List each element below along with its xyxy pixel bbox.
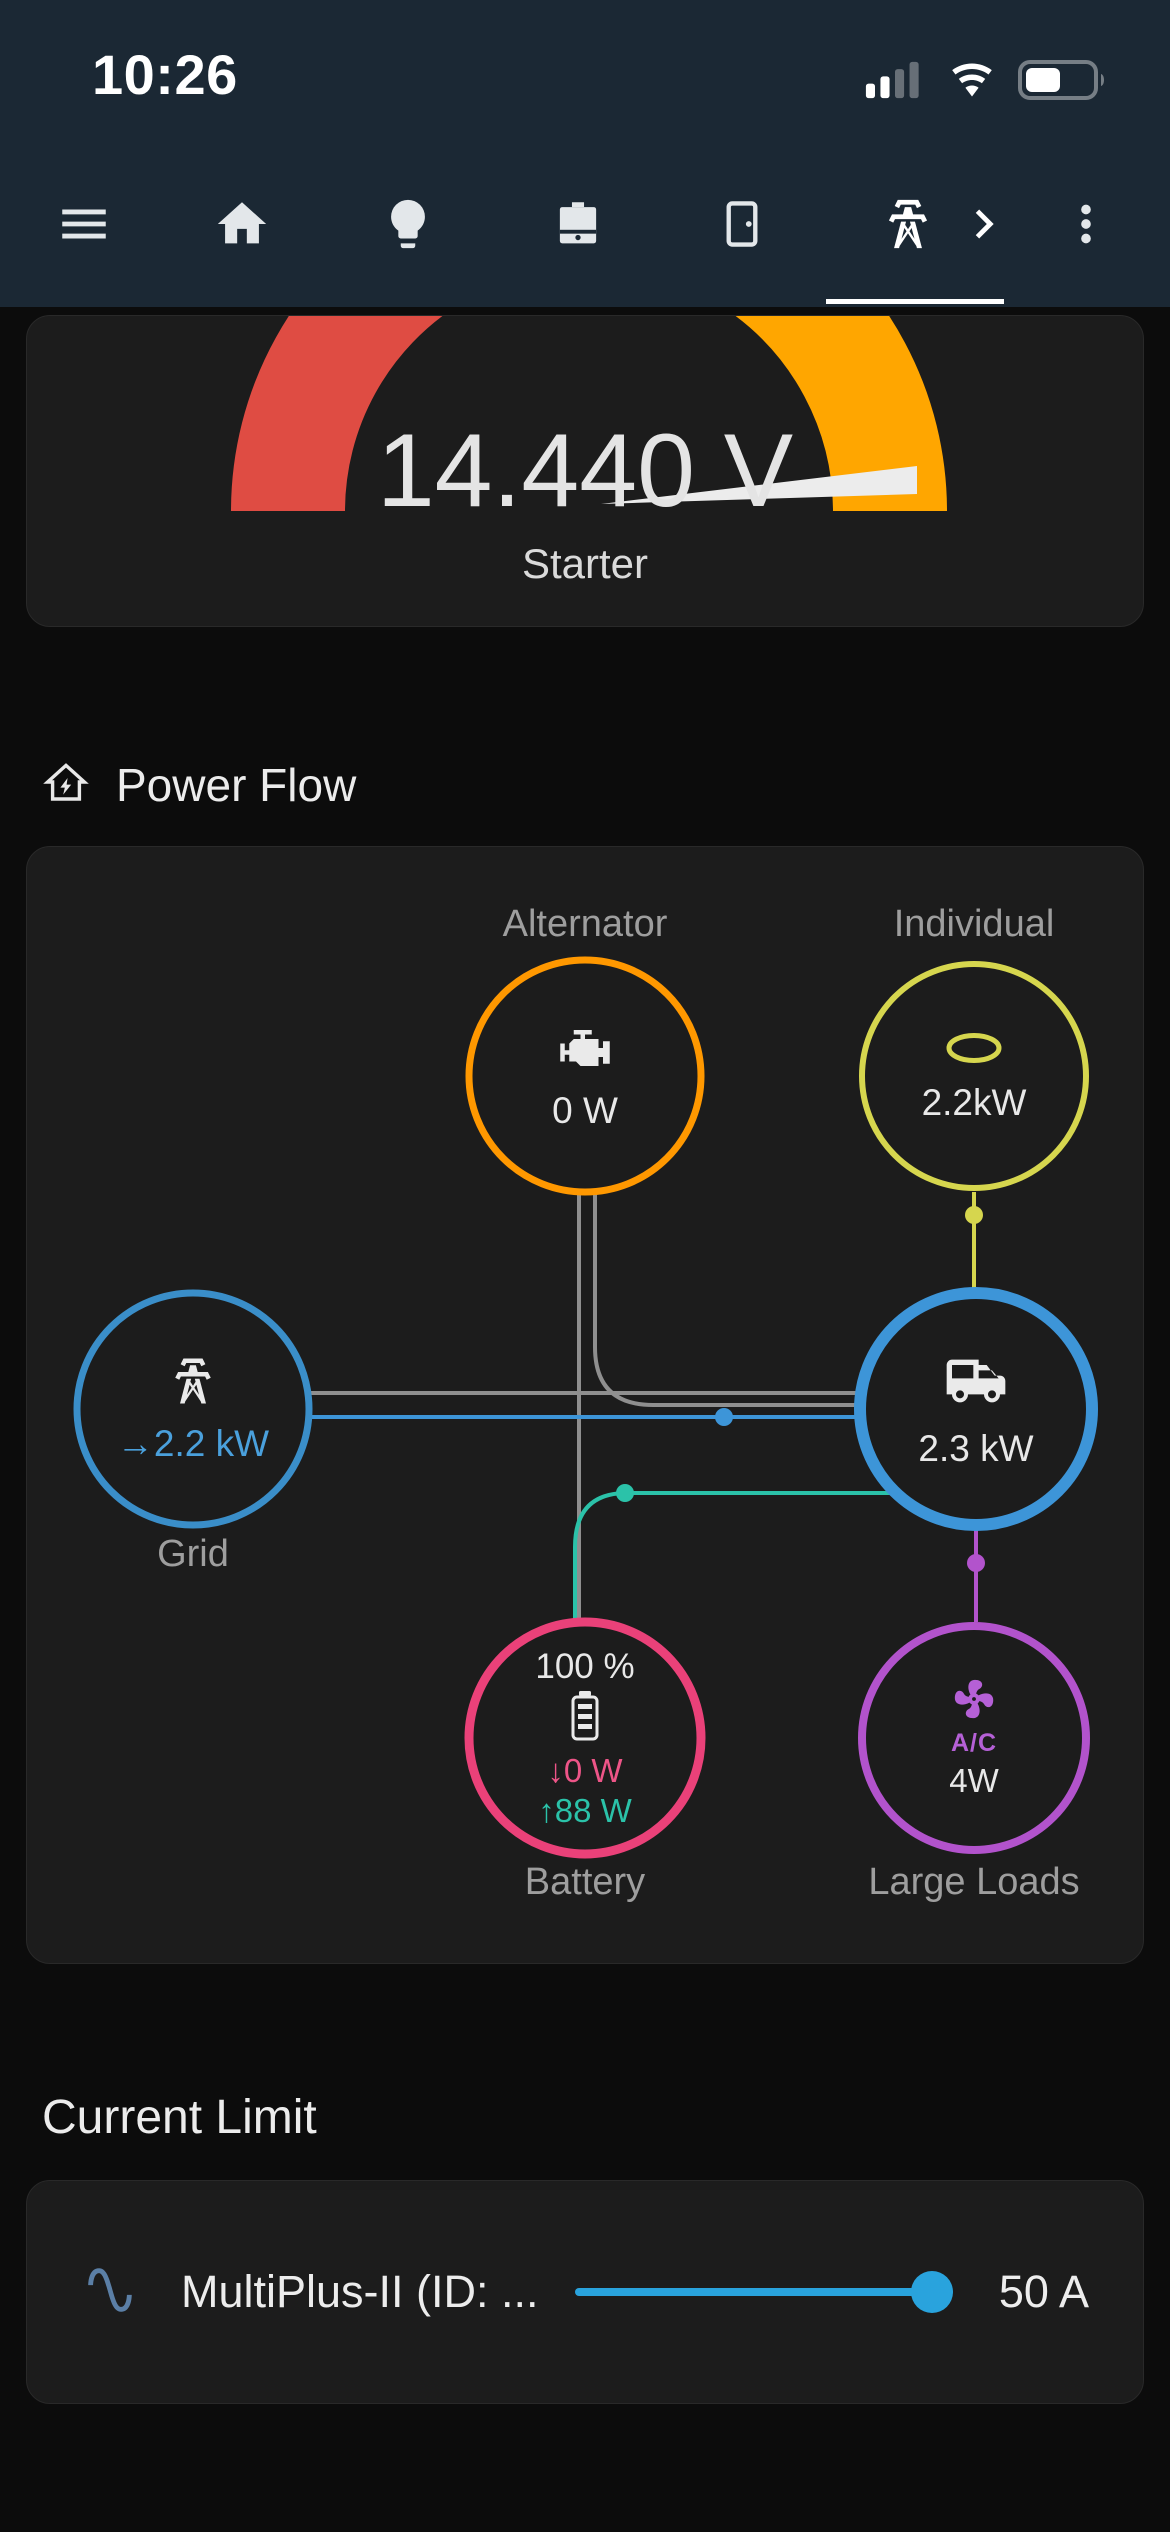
individual-label: Individual	[893, 903, 1055, 945]
battery-charge: ↑88 W	[538, 1791, 632, 1829]
loads-flow-dot	[967, 1554, 985, 1572]
status-time: 10:26	[92, 43, 238, 106]
home-value: 2.3 kW	[918, 1427, 1034, 1469]
tab-cabinet[interactable]	[540, 188, 616, 264]
alternator-label: Alternator	[502, 903, 668, 945]
current-limit-device: MultiPlus-II (ID: ...	[181, 2266, 539, 2317]
grid-tower-icon	[166, 1354, 220, 1413]
current-limit-value: 50 A	[998, 2266, 1089, 2317]
starter-gauge-card[interactable]: 14.440 V Starter	[26, 315, 1144, 627]
current-limit-title: Current Limit	[42, 2091, 317, 2144]
status-icons	[864, 58, 1110, 107]
ac-label: A/C	[950, 1729, 998, 1757]
power-flow-title: Power Flow	[116, 759, 357, 811]
hamburger-menu-icon	[55, 195, 113, 258]
tab-home[interactable]	[204, 188, 280, 264]
battery-label: Battery	[524, 1861, 646, 1903]
home-node[interactable]: 2.3 kW	[870, 1303, 1082, 1515]
power-flow-header: Power Flow	[42, 758, 356, 812]
power-flow-diagram	[73, 956, 1098, 1859]
alternator-node[interactable]: 0 W	[479, 970, 691, 1182]
individual-flow-dot	[965, 1206, 983, 1224]
home-lightning-icon	[42, 759, 90, 812]
current-limit-card: MultiPlus-II (ID: ... 50 A	[26, 2180, 1144, 2404]
battery-node[interactable]: 100 % ↓0 W ↑88 W	[479, 1632, 691, 1844]
alternator-ring	[465, 956, 705, 1196]
gauge-needle	[601, 466, 917, 504]
battery-flow-dot	[616, 1484, 634, 1502]
active-tab-indicator	[826, 299, 1004, 304]
current-limit-header: Current Limit	[42, 2090, 317, 2145]
menu-button[interactable]	[46, 188, 122, 264]
grid-flow-dot	[715, 1408, 733, 1426]
power-flow-card: Alternator Individual Grid Battery Large…	[26, 846, 1144, 1964]
individual-value: 2.2kW	[921, 1081, 1027, 1123]
battery-status-icon	[1018, 58, 1110, 107]
individual-node[interactable]: 2.2kW	[868, 970, 1080, 1182]
large-loads-ring	[858, 1622, 1090, 1854]
slider-handle[interactable]	[910, 2271, 953, 2313]
more-tabs-button[interactable]	[946, 188, 1022, 264]
cellular-signal-icon	[864, 60, 926, 105]
slider-track[interactable]	[574, 2288, 953, 2296]
grid-ring	[73, 1289, 313, 1529]
tab-lights[interactable]	[370, 188, 446, 264]
large-loads-label: Large Loads	[868, 1861, 1080, 1903]
home-ring	[854, 1287, 1098, 1531]
alternator-value: 0 W	[552, 1089, 618, 1131]
tab-door[interactable]	[704, 188, 780, 264]
door-icon	[713, 195, 771, 258]
wifi-icon	[944, 58, 1000, 107]
gauge-label: Starter	[521, 540, 649, 587]
transmission-tower-icon	[879, 195, 937, 258]
app-header: 10:26	[0, 0, 1170, 307]
tab-energy[interactable]	[870, 188, 946, 264]
engine-icon	[558, 1021, 612, 1080]
fan-icon	[951, 1676, 997, 1727]
current-limit-slider[interactable]	[574, 2270, 953, 2314]
cabinet-icon	[549, 195, 607, 258]
battery-icon	[570, 1690, 600, 1746]
lightbulb-icon	[379, 195, 437, 258]
sine-wave-icon	[81, 2261, 139, 2324]
gauge-arc	[231, 316, 947, 513]
large-loads-value: 4W	[949, 1762, 999, 1799]
gauge-value: 14.440 V	[376, 413, 794, 529]
chevron-right-icon	[955, 195, 1013, 258]
grid-label: Grid	[157, 1533, 229, 1575]
grid-value: →2.2 kW	[116, 1422, 270, 1464]
individual-ring	[859, 961, 1089, 1191]
oval-device-icon	[943, 1029, 1005, 1072]
grid-node[interactable]: →2.2 kW	[87, 1303, 299, 1515]
battery-soc: 100 %	[535, 1646, 635, 1686]
large-loads-node[interactable]: A/C 4W	[868, 1632, 1080, 1844]
dots-vertical-icon	[1057, 195, 1115, 258]
rv-icon	[944, 1349, 1008, 1418]
current-limit-row: MultiPlus-II (ID: ... 50 A	[27, 2181, 1143, 2403]
home-icon	[213, 195, 271, 258]
battery-discharge: ↓0 W	[547, 1751, 623, 1789]
overflow-menu-button[interactable]	[1048, 188, 1124, 264]
